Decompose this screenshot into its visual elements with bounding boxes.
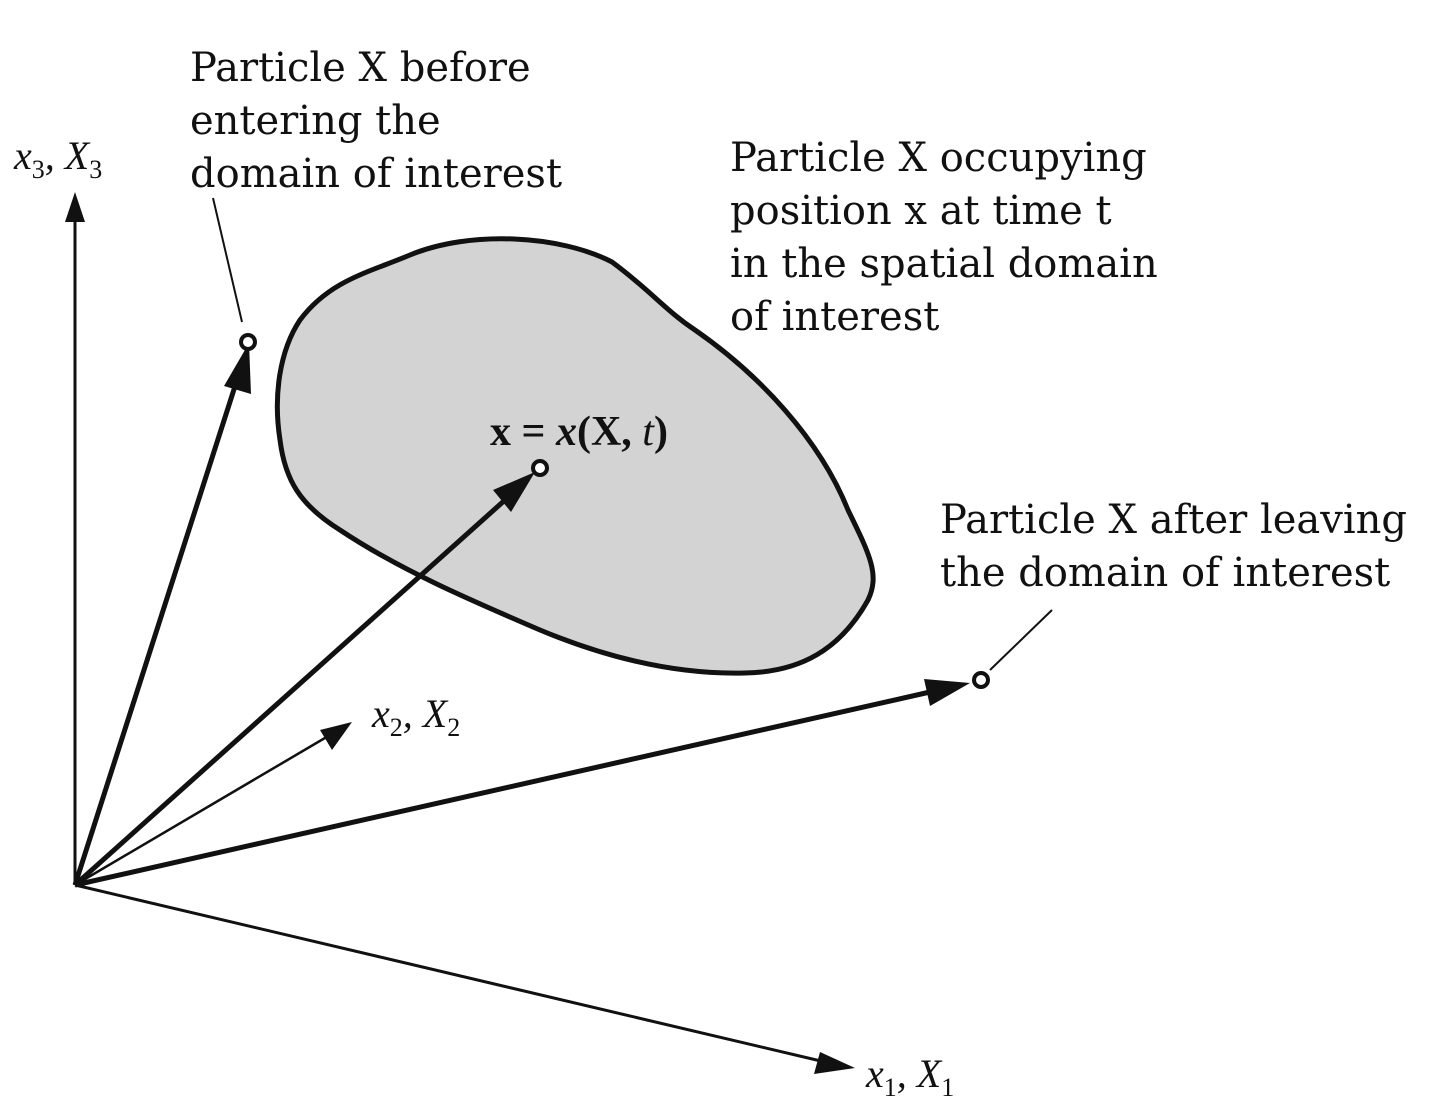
x1-axis-line: [74, 883, 826, 1064]
x3-axis-label: x3, X3: [14, 133, 103, 184]
vector-occupying: [73, 498, 507, 887]
x3-axis-arrowhead: [65, 192, 85, 222]
label-particle-after: Particle X after leaving the domain of i…: [940, 497, 1408, 596]
particle-after-marker: [972, 671, 990, 689]
vector-occupying-arrowhead: [493, 472, 535, 512]
x2-axis-line: [74, 733, 331, 887]
vector-after: [74, 689, 931, 888]
particle-before-marker: [239, 333, 257, 351]
leader-line-after: [989, 609, 1053, 671]
motion-equation: x = x(X, t): [490, 409, 668, 455]
x1-axis-label: x1, X1: [866, 1051, 955, 1102]
label-particle-occupying: Particle X occupying position x at time …: [730, 135, 1158, 340]
label-particle-before: Particle X before entering the domain of…: [190, 45, 563, 197]
vector-after-arrowhead: [924, 679, 970, 706]
leader-line-before: [212, 197, 243, 323]
x1-axis-arrowhead: [814, 1052, 855, 1074]
x2-axis-arrowhead: [320, 722, 352, 750]
vector-before-arrowhead: [224, 343, 251, 394]
spatial-domain-region: [274, 236, 876, 676]
vector-before: [72, 379, 240, 886]
particle-occupying-marker: [531, 459, 549, 477]
x2-axis-label: x2, X2: [372, 691, 461, 742]
